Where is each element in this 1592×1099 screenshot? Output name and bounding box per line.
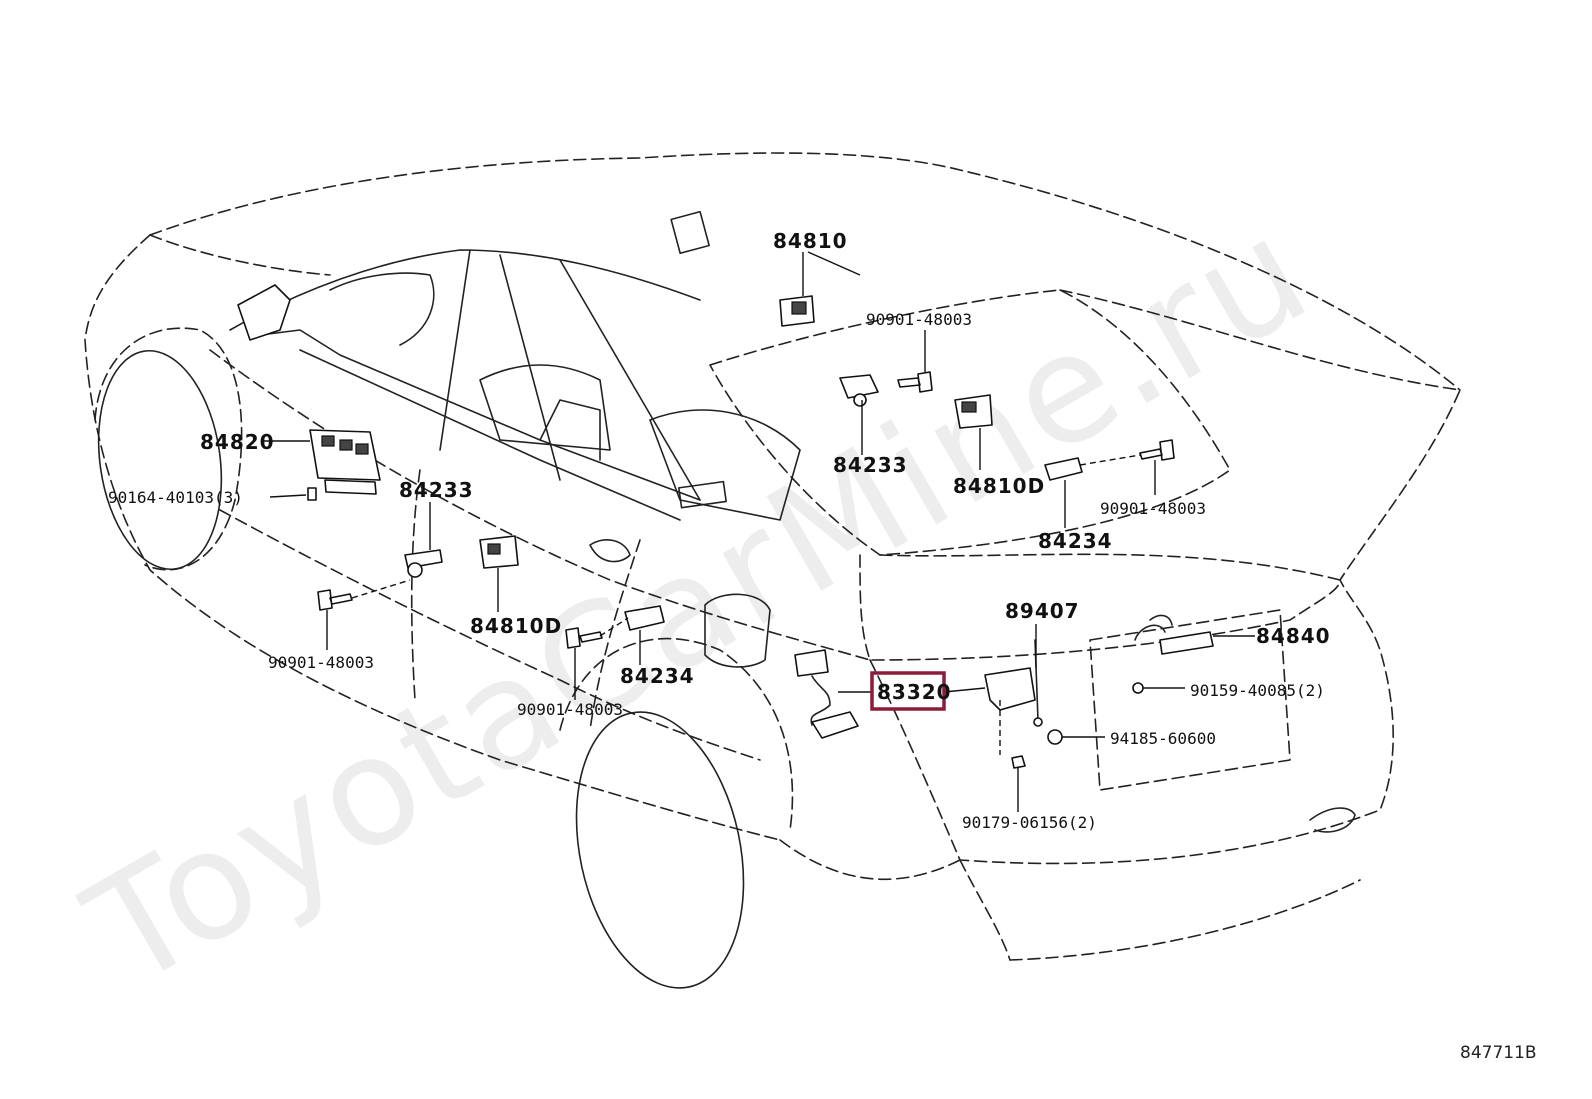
label-84233-left[interactable]: 84233 xyxy=(399,478,474,502)
part-84234-right xyxy=(1044,457,1083,481)
label-89407[interactable]: 89407 xyxy=(1005,599,1080,623)
label-90901-left[interactable]: 90901-48003 xyxy=(268,653,374,672)
part-84233-right xyxy=(839,374,879,407)
label-84234-left[interactable]: 84234 xyxy=(620,664,695,688)
clip-90159 xyxy=(1132,682,1144,694)
label-84810D-right[interactable]: 84810D xyxy=(953,474,1045,498)
label-90179[interactable]: 90179-06156(2) xyxy=(962,813,1097,832)
label-90159[interactable]: 90159-40085(2) xyxy=(1190,681,1325,700)
label-84233-right[interactable]: 84233 xyxy=(833,453,908,477)
nut-94185 xyxy=(1047,729,1063,745)
bolt-90901-left xyxy=(317,589,353,611)
bolt-90901-top xyxy=(897,371,933,393)
car-body-outline xyxy=(84,152,1461,989)
label-84820[interactable]: 84820 xyxy=(200,430,275,454)
part-84840-switch xyxy=(1134,614,1214,655)
label-83320[interactable]: 83320 xyxy=(877,680,952,704)
label-90901-right[interactable]: 90901-48003 xyxy=(1100,499,1206,518)
label-94185[interactable]: 94185-60600 xyxy=(1110,729,1216,748)
label-84810[interactable]: 84810 xyxy=(773,229,848,253)
part-84810D-left xyxy=(479,535,519,569)
part-89407-sensor xyxy=(984,639,1043,727)
parts xyxy=(307,295,1214,769)
part-84233-left xyxy=(404,549,443,578)
diagram-code: 847711B xyxy=(1460,1043,1537,1063)
bolt-90901-bottom xyxy=(565,627,603,649)
bolt-90901-right xyxy=(1139,439,1175,461)
label-84810D-left[interactable]: 84810D xyxy=(470,614,562,638)
label-90164[interactable]: 90164-40103(3) xyxy=(108,488,243,507)
highlight-box-83320 xyxy=(870,671,946,711)
part-84810-switch xyxy=(779,295,815,327)
nut-90179 xyxy=(1011,755,1026,769)
label-90901-bottom[interactable]: 90901-48003 xyxy=(517,700,623,719)
part-84234-left xyxy=(624,605,665,631)
part-84820-switch xyxy=(309,429,381,495)
leader-lines xyxy=(262,251,1255,812)
label-84840[interactable]: 84840 xyxy=(1256,624,1331,648)
label-90901-top[interactable]: 90901-48003 xyxy=(866,310,972,329)
part-labels: 84810 90901-48003 84233 84810D 90901-480… xyxy=(108,229,1331,832)
part-83320-sensor xyxy=(794,649,859,739)
label-84234-right[interactable]: 84234 xyxy=(1038,529,1113,553)
part-84810D-right xyxy=(954,394,993,429)
screw-90164 xyxy=(307,487,317,501)
